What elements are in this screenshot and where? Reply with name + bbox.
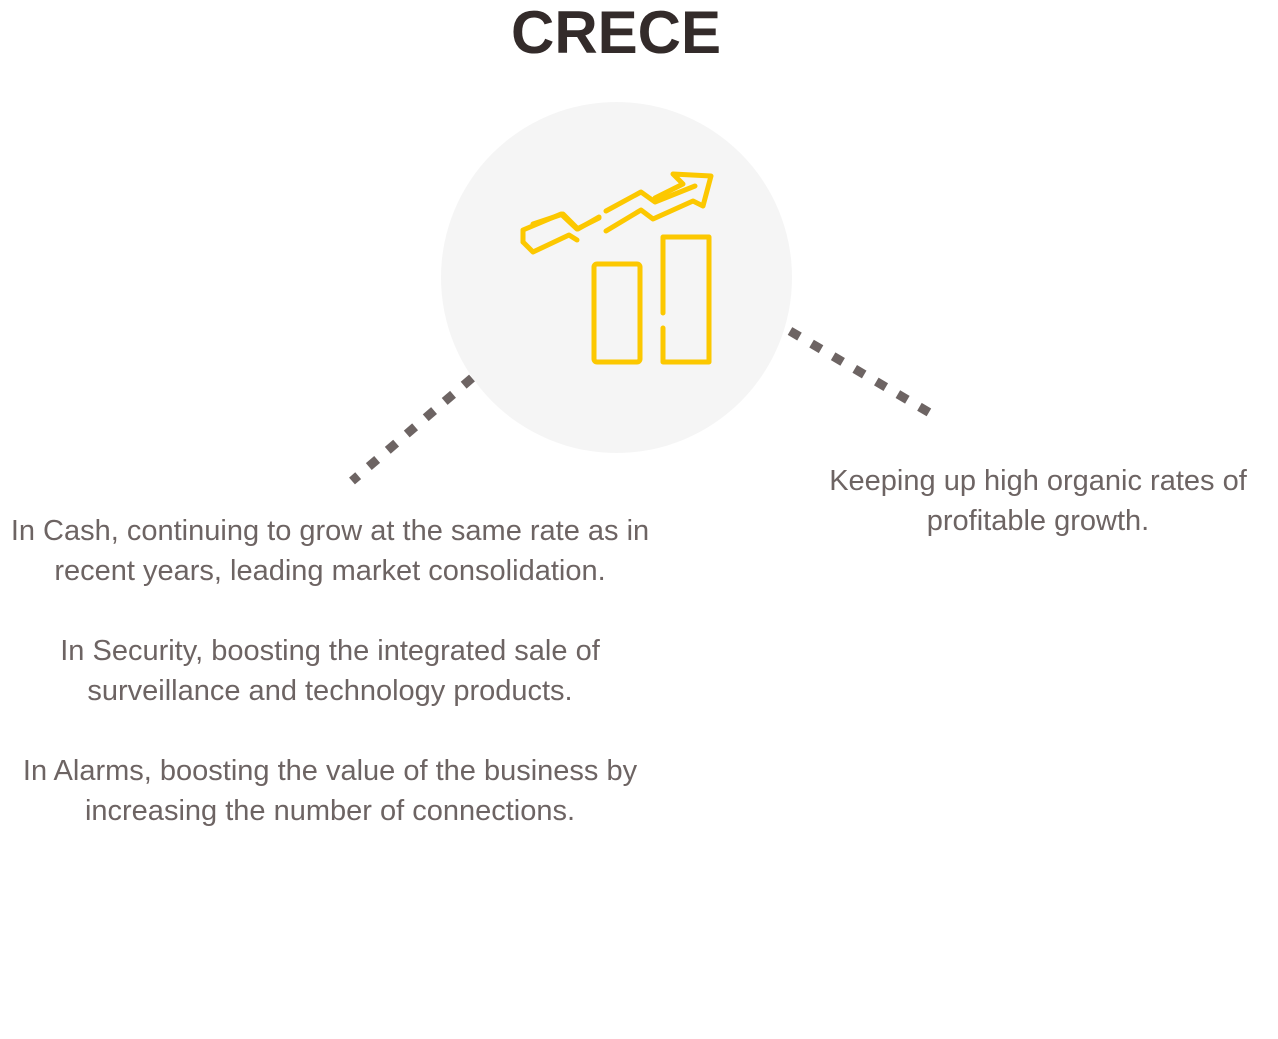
right-connector <box>787 327 933 417</box>
growth-chart-icon <box>520 171 714 365</box>
alarms-paragraph: In Alarms, boosting the value of the bus… <box>22 755 638 827</box>
right-text-block: Keeping up high organic rates of profita… <box>798 461 1278 541</box>
left-text-block: In Cash, continuing to grow at the same … <box>0 511 660 831</box>
security-paragraph: In Security, boosting the integrated sal… <box>60 635 600 707</box>
page-title: CRECE <box>510 0 722 66</box>
bar-short <box>591 261 643 365</box>
bar-tall <box>660 234 712 365</box>
cash-paragraph: In Cash, continuing to grow at the same … <box>10 515 650 587</box>
icon-circle <box>441 102 792 453</box>
growth-paragraph: Keeping up high organic rates of profita… <box>829 465 1247 537</box>
